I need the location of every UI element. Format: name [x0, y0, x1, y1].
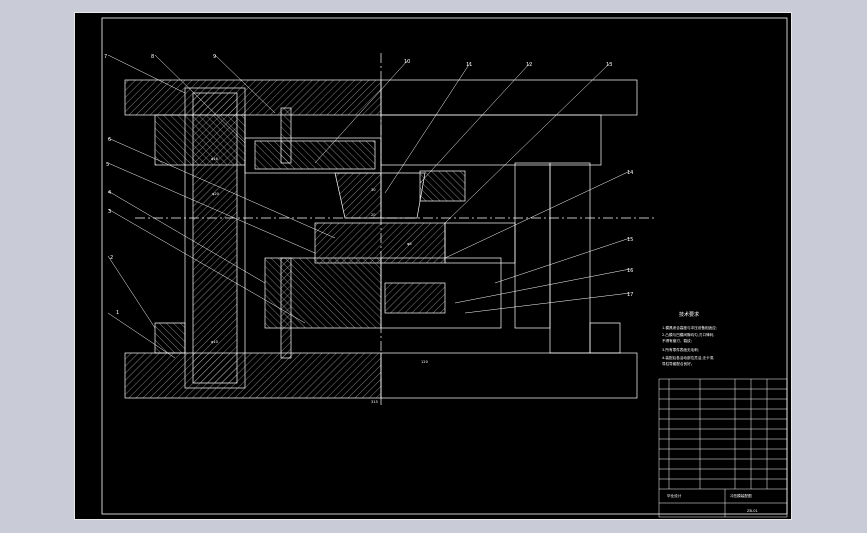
stripper-plate — [314, 222, 446, 264]
title-block-school: 毕业设计 — [667, 493, 682, 498]
punch-holder — [244, 137, 382, 174]
callout-4: 4 — [108, 190, 111, 196]
dimension-d3: φ10 — [211, 340, 219, 344]
upper-holder-right — [380, 114, 602, 166]
die-insert — [384, 282, 446, 314]
leader-lines — [107, 54, 631, 359]
dimension-d1: φ20 — [212, 192, 220, 196]
title-block — [658, 378, 788, 518]
title-block-drawing-no: ZB-01 — [747, 509, 758, 513]
technical-notes: 技术要求 1.模具闭合高度与冲压设备相适应; 2.凸模与凹模间隙均匀,刃口锋利,… — [662, 311, 717, 366]
notes-line-5: 4.装配后各活动部位灵活,无卡滞, — [662, 355, 714, 360]
callout-7: 7 — [104, 54, 107, 60]
punch-holder-hatch — [254, 140, 376, 170]
notes-title: 技术要求 — [679, 311, 699, 318]
assembly-drawing: 1 2 3 4 5 6 7 8 9 10 11 12 13 14 15 16 1… — [101, 17, 788, 518]
callout-6: 6 — [108, 137, 111, 143]
callout-16: 16 — [627, 268, 633, 274]
lower-die-shoe-right — [380, 352, 638, 399]
bolt-upper — [280, 107, 292, 164]
upper-die-plate-right — [380, 79, 638, 116]
dimension-labels: φ20 φ16 φ10 φ8 30 20 120 315 — [211, 157, 429, 404]
callout-15: 15 — [627, 237, 633, 243]
notes-line-6: 导柱导套配合良好。 — [662, 361, 694, 366]
dimension-d6: 20 — [371, 213, 376, 217]
callout-10: 10 — [404, 59, 410, 65]
center-punch-right — [380, 172, 426, 219]
dimension-d5: 30 — [371, 188, 376, 192]
die-assembly — [124, 53, 655, 405]
callout-11: 11 — [466, 62, 472, 68]
title-block-drawing-name: 冲压模装配图 — [730, 493, 752, 498]
callout-9: 9 — [213, 54, 216, 60]
dimension-d7: 120 — [421, 360, 429, 364]
dimension-d2: φ16 — [211, 157, 219, 161]
callout-2: 2 — [110, 255, 113, 261]
callout-14: 14 — [627, 170, 633, 176]
notes-line-1: 1.模具闭合高度与冲压设备相适应; — [662, 325, 717, 330]
lower-step-left — [154, 322, 186, 354]
notes-line-3: 不得有崩刃、裂纹; — [662, 338, 692, 343]
drawing-viewport[interactable]: 1 2 3 4 5 6 7 8 9 10 11 12 13 14 15 16 1… — [74, 12, 792, 520]
callout-8: 8 — [151, 54, 154, 60]
callout-13: 13 — [606, 62, 612, 68]
callout-12: 12 — [526, 62, 532, 68]
callout-3: 3 — [108, 209, 111, 215]
dimension-d8: 315 — [371, 400, 378, 404]
dimension-d4: φ8 — [407, 242, 412, 246]
lower-step-right — [589, 322, 621, 354]
upper-die-plate — [124, 79, 382, 116]
right-bushing — [419, 170, 466, 202]
lower-die-shoe-left — [124, 352, 382, 399]
callout-17: 17 — [627, 292, 633, 298]
title-block-text: 冲压模装配图 毕业设计 ZB-01 — [667, 493, 758, 513]
stripper-plate-right — [444, 222, 516, 264]
callout-5: 5 — [106, 162, 109, 168]
sheet-frame — [101, 17, 788, 515]
notes-line-2: 2.凸模与凹模间隙均匀,刃口锋利, — [662, 332, 714, 337]
notes-line-4: 3.所有零件表面无毛刺; — [662, 347, 699, 352]
bolt-lower — [280, 257, 292, 359]
center-punch — [334, 172, 382, 219]
callout-1: 1 — [116, 310, 119, 316]
callout-labels: 1 2 3 4 5 6 7 8 9 10 11 12 13 14 15 16 1… — [104, 54, 633, 316]
